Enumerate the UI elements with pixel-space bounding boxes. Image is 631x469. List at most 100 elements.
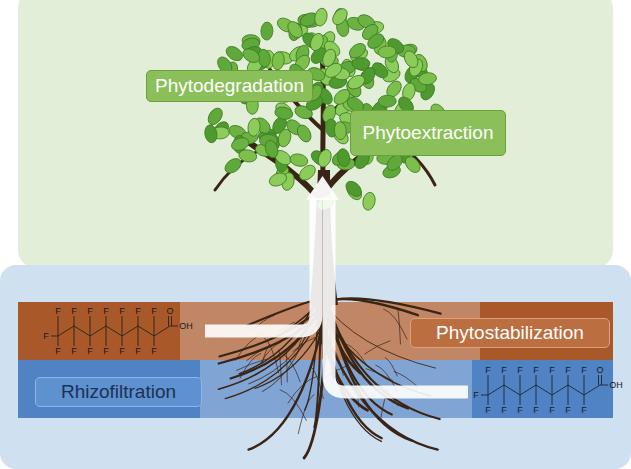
leaf [418,72,437,86]
atom-symbol: F [103,307,109,316]
atom-symbol: F [87,347,93,356]
atom-symbol: F [71,307,77,316]
chemical-bond [598,375,599,385]
atom-symbol: F [485,366,491,375]
leaf [238,148,258,163]
root [298,395,314,434]
root [385,358,397,377]
atom-symbol: F [517,366,523,375]
leaf [260,22,273,41]
chemical-bond [51,336,58,337]
root [333,298,441,313]
chemical-bond [154,316,155,336]
atom-symbol: F [565,366,571,375]
process-box: Rhizofiltration [35,377,202,407]
root [288,376,317,403]
root [237,359,267,370]
leaf [402,154,423,175]
chemical-bond [90,336,91,346]
atom-symbol: F [55,347,61,356]
chemical-bond [138,326,139,346]
atom-symbol: F [517,406,523,415]
leaf [203,124,218,144]
root [219,300,324,389]
atom-symbol: F [473,391,479,400]
root [365,341,390,354]
leaf [330,6,351,28]
chemical-bond [154,336,155,346]
leaf [263,139,280,160]
atom-symbol: F [533,406,539,415]
atom-symbol: F [549,366,555,375]
chemical-bond [504,375,505,385]
chemical-bond [520,375,521,395]
atom-symbol: F [581,366,587,375]
process-label: Rhizofiltration [61,381,176,403]
chemical-bond [600,385,608,386]
atom-symbol: F [43,332,49,341]
chemical-bond [481,395,488,396]
leaf [276,128,293,149]
chemical-bond [74,326,75,346]
leaf [401,48,420,70]
leaf [365,31,387,51]
root [240,354,261,379]
chemical-bond [488,385,600,395]
chemical-bond [170,326,178,327]
atom-symbol: F [71,347,77,356]
process-box: Phytodegradation [146,70,313,102]
atom-symbol: F [135,347,141,356]
uptake-arrow [205,198,316,331]
chemical-bond [568,385,569,405]
process-label: Phytostabilization [436,322,584,344]
chemical-bond [488,395,489,405]
leaf [240,46,262,65]
process-label: Phytoextraction [363,122,494,144]
arrow-head [306,176,339,200]
chemical-bond [504,385,505,405]
chemical-bond [536,385,537,405]
leaf [378,45,397,58]
atom-symbol: F [565,406,571,415]
leaf [274,105,294,120]
atom-symbol: F [135,307,141,316]
root [332,299,418,315]
chemical-bond [171,316,172,326]
leaf [295,123,314,145]
chemical-bond [536,375,537,385]
root [366,369,392,381]
process-box: Phytostabilization [410,318,610,348]
process-label: Phytodegradation [155,75,304,97]
chemical-bond [106,316,107,326]
atom-symbol: F [151,307,157,316]
leaf [316,148,334,169]
chemical-bond [488,375,489,395]
chemical-bond [138,316,139,326]
leaf [334,121,347,140]
leaf [308,31,326,52]
leaf [273,100,295,121]
chemical-bond [568,375,569,385]
chemical-bond [520,395,521,405]
atom-symbol: F [87,307,93,316]
chemical-bond [122,316,123,336]
leaf [378,95,396,107]
atom-symbol: F [581,406,587,415]
leaf [361,191,376,211]
leaf [330,148,352,168]
atom-symbol: O [166,307,173,316]
chemical-bond [58,326,170,336]
leaf [297,162,318,183]
leaf [320,47,338,68]
chemical-bond [584,375,585,395]
chemical-bond [90,316,91,336]
atom-symbol: F [501,366,507,375]
atom-symbol: O [596,366,603,375]
chemical-bond [106,326,107,346]
leaf [247,118,261,137]
chemical-bond [601,375,602,385]
atom-symbol: F [533,366,539,375]
chemical-bond [584,395,585,405]
atom-symbol: F [119,307,125,316]
chemical-bond [552,395,553,405]
